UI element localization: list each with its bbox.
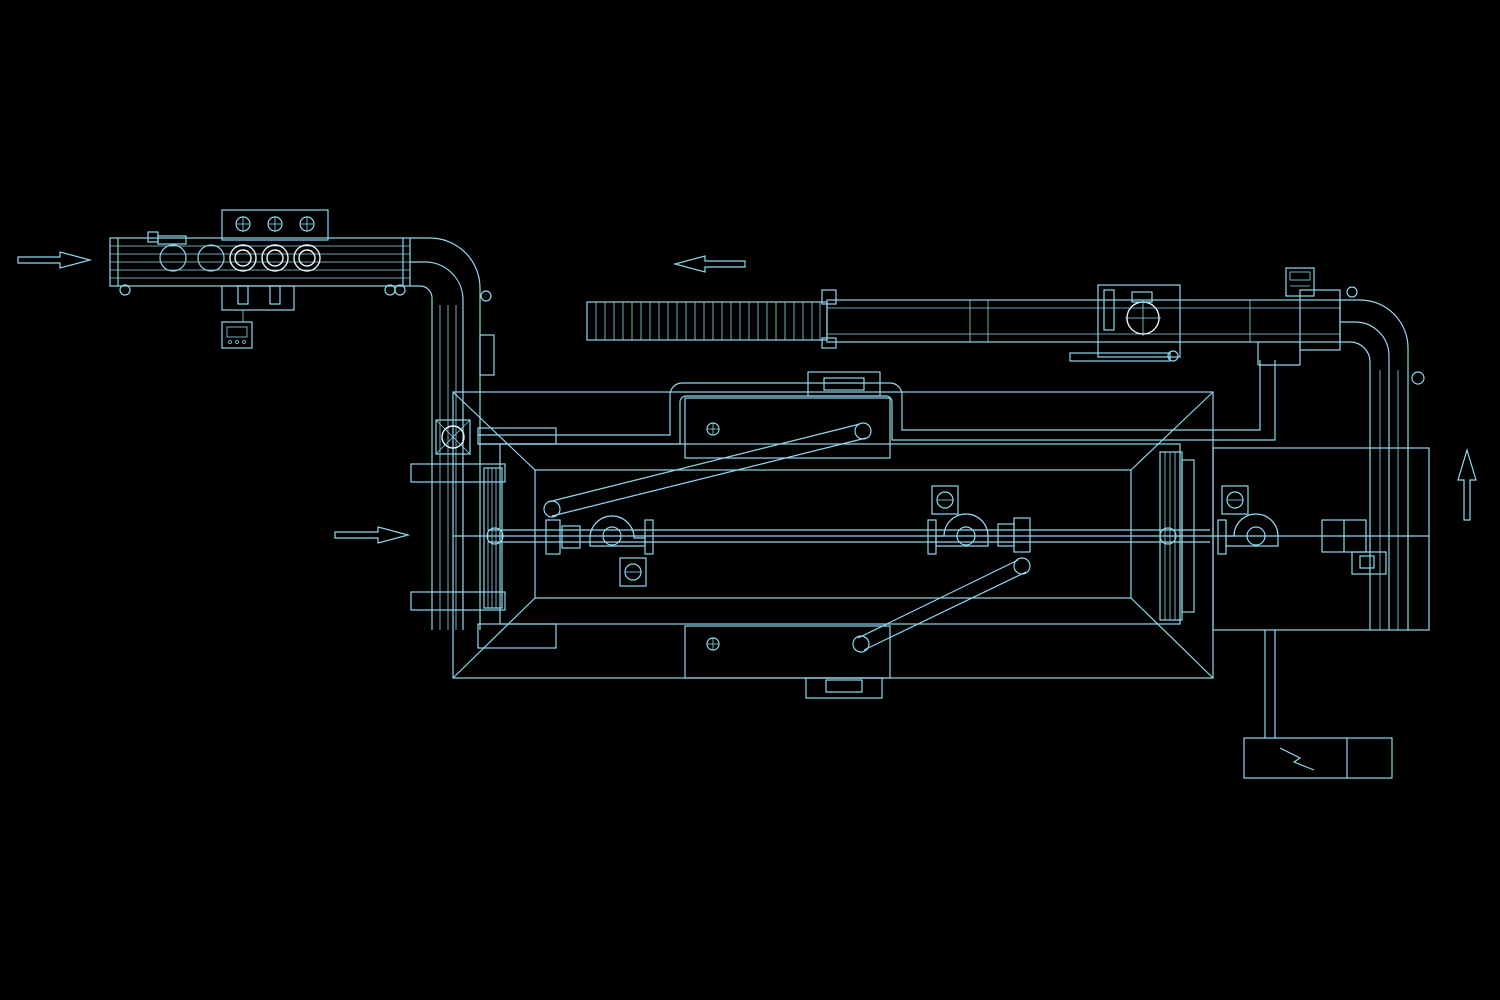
motor-icon — [1221, 485, 1249, 515]
mounting-hole — [706, 422, 720, 651]
fan-icon — [927, 513, 989, 555]
outfeed-elbow-chute — [1257, 286, 1425, 630]
slat-accumulator — [586, 301, 828, 341]
flow-arrow-icon — [672, 255, 746, 273]
infeed-elbow-chute — [394, 237, 495, 630]
tunnel-body — [452, 360, 1276, 699]
fan-icon — [589, 515, 654, 555]
flow-arrow-icon — [334, 526, 411, 544]
infeed-conveyor — [109, 209, 411, 322]
drive-chain — [543, 422, 1031, 653]
flow-arrow-icon — [1457, 447, 1477, 521]
control-panel-icon — [1285, 267, 1315, 297]
tunnel-entry-guide — [410, 419, 506, 611]
electrical-box-icon — [1243, 737, 1393, 779]
flow-arrow-icon — [17, 251, 93, 269]
motor-icon — [619, 557, 647, 587]
return-conveyor — [821, 284, 1341, 362]
cooling-section — [1212, 447, 1430, 738]
fan-icon — [1217, 513, 1279, 555]
motor-icon — [931, 485, 959, 515]
control-panel-icon — [221, 321, 253, 349]
drive-shaft — [486, 517, 1210, 555]
